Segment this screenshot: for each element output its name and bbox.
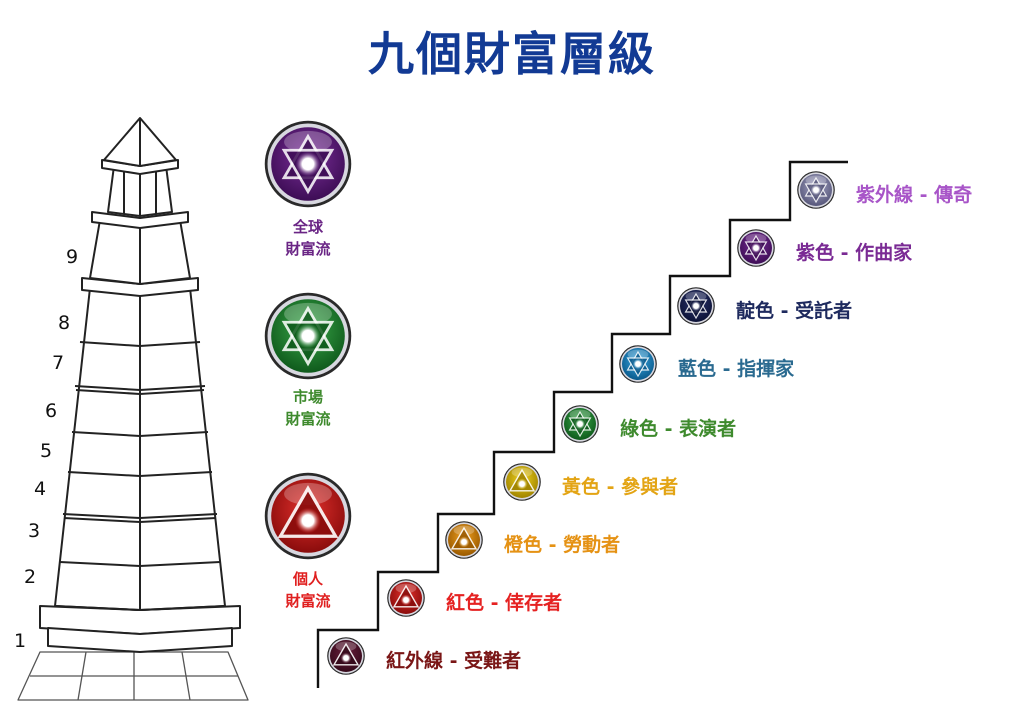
floor-number-2: 2 bbox=[24, 566, 37, 588]
floor-number-4: 4 bbox=[34, 478, 47, 500]
violet-level-label: 紫色 - 作曲家 bbox=[796, 242, 913, 264]
ultraviolet-level-badge bbox=[797, 171, 835, 209]
floor-number-5: 5 bbox=[40, 440, 53, 462]
market-flow-label: 市場 財富流 bbox=[253, 386, 363, 430]
infrared-level-badge bbox=[327, 637, 365, 675]
floor-number-9: 9 bbox=[66, 246, 79, 268]
global-flow-label-line1: 全球 bbox=[292, 218, 323, 236]
violet-level-badge bbox=[737, 229, 775, 267]
global-flow-badge bbox=[264, 120, 352, 208]
personal-flow-label: 個人 財富流 bbox=[253, 568, 363, 612]
floor-number-8: 8 bbox=[58, 312, 71, 334]
yellow-level-badge bbox=[503, 463, 541, 501]
global-flow-label-line2: 財富流 bbox=[285, 240, 331, 258]
infrared-level-label: 紅外線 - 受難者 bbox=[386, 650, 522, 672]
orange-level-label: 橙色 - 勞動者 bbox=[504, 534, 621, 556]
floor-number-1: 1 bbox=[14, 630, 27, 652]
indigo-level-badge bbox=[677, 287, 715, 325]
page-title: 九個財富層級 bbox=[368, 27, 656, 81]
market-flow-label-line2: 財富流 bbox=[285, 410, 331, 428]
floor-number-7: 7 bbox=[52, 352, 65, 374]
indigo-level-label: 靛色 - 受託者 bbox=[736, 300, 853, 322]
market-flow-badge bbox=[264, 292, 352, 380]
yellow-level-label: 黃色 - 參與者 bbox=[562, 476, 679, 498]
market-flow-label-line1: 市場 bbox=[292, 388, 323, 406]
ultraviolet-level-label: 紫外線 - 傳奇 bbox=[856, 184, 973, 206]
green-level-label: 綠色 - 表演者 bbox=[620, 418, 737, 440]
global-flow-label: 全球 財富流 bbox=[253, 216, 363, 260]
red-level-label: 紅色 - 倖存者 bbox=[446, 592, 563, 614]
tower-illustration bbox=[17, 117, 249, 701]
green-level-badge bbox=[561, 405, 599, 443]
red-level-badge bbox=[387, 579, 425, 617]
personal-flow-label-line2: 財富流 bbox=[285, 592, 331, 610]
floor-number-3: 3 bbox=[28, 520, 41, 542]
floor-number-6: 6 bbox=[45, 400, 58, 422]
personal-flow-badge bbox=[264, 472, 352, 560]
personal-flow-label-line1: 個人 bbox=[292, 570, 323, 588]
blue-level-label: 藍色 - 指揮家 bbox=[678, 358, 795, 380]
blue-level-badge bbox=[619, 345, 657, 383]
orange-level-badge bbox=[445, 521, 483, 559]
